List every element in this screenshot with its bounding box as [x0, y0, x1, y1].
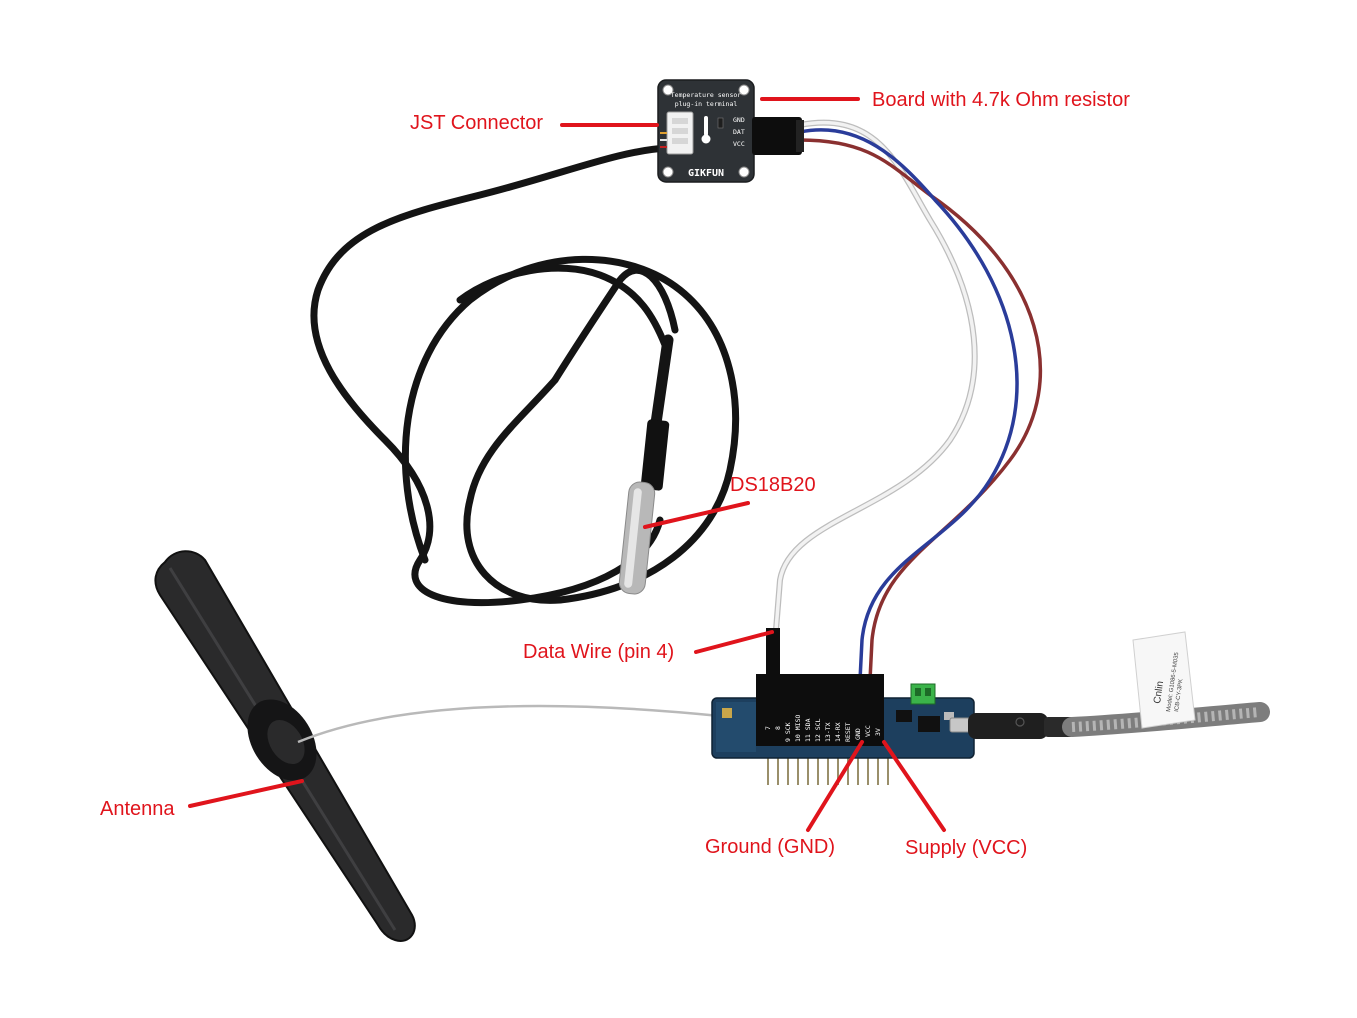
mcu-pin-9sck: 9 SCK — [784, 722, 792, 742]
mcu-board: 3V VCC GND RESET 14-RX 13-TX 12 SCL 11 S… — [711, 628, 975, 785]
board-pin-gnd: GND — [733, 116, 745, 124]
mcu-pin-3v: 3V — [874, 728, 882, 736]
pointer-ground — [806, 740, 864, 832]
board-brand: GIKFUN — [688, 168, 724, 179]
callout-pointers — [188, 97, 946, 832]
pointer-supply — [882, 740, 946, 832]
board-line1: Temperature sensor — [671, 91, 742, 99]
thermometer-icon — [701, 116, 711, 144]
label-supply: Supply (VCC) — [905, 837, 1028, 859]
jst-connector — [660, 111, 694, 155]
mcu-pin-vcc: VCC — [864, 725, 872, 737]
board-pin-vcc: VCC — [733, 140, 745, 148]
dupont-connector — [752, 117, 804, 155]
pointer-ds18b20 — [643, 501, 750, 529]
usb-tag-brand: Cnlin — [1152, 680, 1166, 704]
ds18b20-cable — [310, 144, 740, 607]
jumper-wires — [773, 119, 1042, 682]
usb-tag-line2: ICB-CY-3PK — [1174, 679, 1185, 713]
mcu-pin-13tx: 13-TX — [824, 722, 832, 742]
label-data-wire: Data Wire (pin 4) — [523, 641, 675, 663]
board-line2: plug-in terminal — [675, 100, 738, 108]
antenna-cable — [297, 704, 721, 744]
label-jst-connector: JST Connector — [410, 112, 544, 134]
ds18b20-probe — [618, 334, 674, 595]
label-antenna: Antenna — [100, 798, 175, 820]
antenna — [154, 550, 416, 942]
label-ground: Ground (GND) — [705, 836, 836, 858]
mcu-pin-8: 8 — [774, 726, 782, 730]
sensor-board: Temperature sensor plug-in terminal GIKF… — [657, 79, 755, 183]
mcu-pin-reset: RESET — [844, 722, 852, 742]
label-board-resistor: Board with 4.7k Ohm resistor — [872, 89, 1130, 111]
pointer-antenna — [188, 779, 304, 808]
mcu-pin-14rx: 14-RX — [834, 722, 842, 742]
mcu-pin-12scl: 12 SCL — [814, 718, 822, 742]
mcu-pin-10miso: 10 MISO — [794, 715, 802, 742]
usb-cable: Cnlin Model: G1086-5-M035 ICB-CY-3PK — [968, 631, 1270, 739]
label-ds18b20: DS18B20 — [730, 474, 816, 496]
pointer-data-wire — [694, 630, 774, 654]
mcu-pin-7: 7 — [764, 726, 772, 730]
board-pin-dat: DAT — [733, 128, 745, 136]
mcu-pin-gnd: GND — [854, 728, 862, 740]
mcu-pin-11sda: 11 SDA — [804, 718, 812, 742]
